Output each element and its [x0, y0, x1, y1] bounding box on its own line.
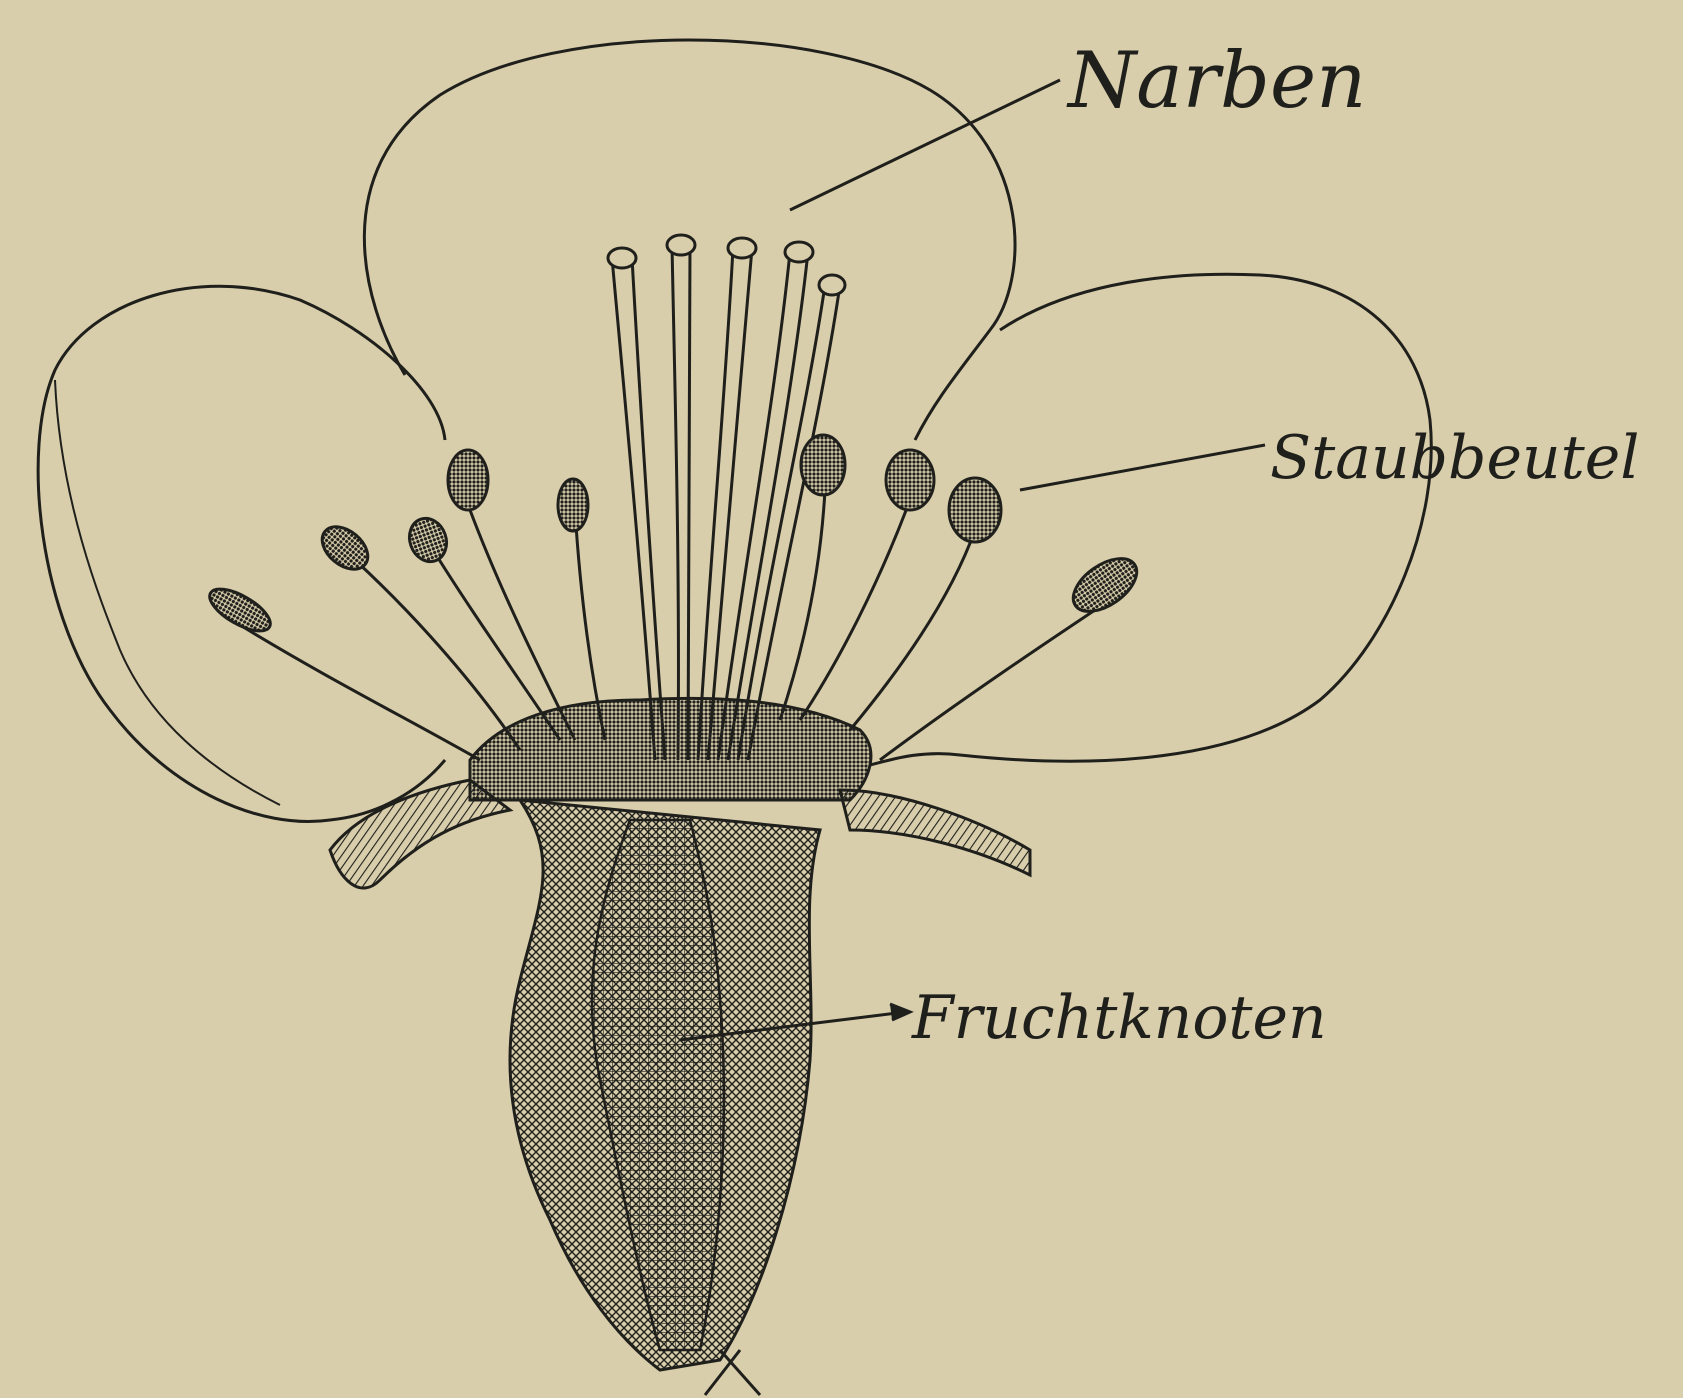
label-stigmas: Narben — [1068, 42, 1366, 120]
label-ovary: Fruchtknoten — [912, 988, 1327, 1048]
receptacle-rim — [470, 698, 871, 800]
petal-left-inner — [55, 380, 280, 805]
petal-left — [38, 286, 445, 821]
anther — [1064, 548, 1146, 622]
anther — [949, 478, 1001, 542]
anther — [404, 513, 453, 567]
label-anthers: Staubbeutel — [1270, 428, 1639, 488]
stigma — [785, 242, 813, 262]
anther — [448, 450, 488, 510]
sepal-left — [330, 780, 510, 888]
leader-stigmas — [790, 80, 1060, 210]
stigma — [608, 248, 636, 268]
stigma — [728, 238, 756, 258]
stigma — [667, 235, 695, 255]
arrowhead — [890, 1004, 910, 1020]
anther — [204, 581, 277, 639]
stigma — [819, 275, 845, 295]
anther — [558, 479, 588, 531]
anther — [886, 450, 934, 510]
sepal-right — [840, 790, 1030, 875]
leader-anthers — [1020, 445, 1265, 490]
styles — [608, 235, 845, 760]
anther — [801, 435, 845, 495]
